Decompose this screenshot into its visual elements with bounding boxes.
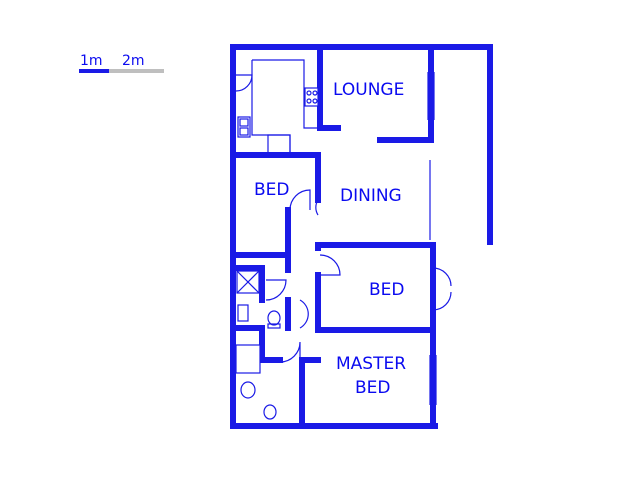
bathtub-icon xyxy=(235,344,261,374)
bed1-door-icon xyxy=(289,189,311,211)
master-door-icon xyxy=(279,341,301,363)
sink-icon xyxy=(237,116,251,138)
room-label-master-bed-line2: BED xyxy=(355,378,391,398)
room-label-bed-1: BED xyxy=(254,180,290,200)
toilet-2-icon xyxy=(263,404,277,420)
bed2-door-icon xyxy=(319,254,341,276)
windows xyxy=(234,72,437,405)
scale-bar: 1m 2m xyxy=(79,53,164,73)
dining-arch-icon xyxy=(315,199,319,216)
basin-2-icon xyxy=(240,381,256,399)
kitchen-counters xyxy=(237,59,320,156)
scale-label-2m: 2m xyxy=(122,53,145,69)
passage-door-icon xyxy=(299,299,309,329)
bath-door-icon xyxy=(265,279,287,301)
scale-segment-1m xyxy=(79,69,109,73)
kitchen-door-icon xyxy=(235,74,253,92)
walls xyxy=(230,44,493,429)
room-label-lounge: LOUNGE xyxy=(333,80,404,100)
room-label-bed-2: BED xyxy=(369,280,405,300)
doors xyxy=(235,74,452,363)
basin-icon xyxy=(237,304,249,322)
bathroom-fixtures xyxy=(235,270,281,420)
scale-label-1m: 1m xyxy=(80,53,103,69)
bed2-outside-door-icon xyxy=(432,267,452,311)
toilet-icon xyxy=(267,310,281,326)
stove-icon xyxy=(304,87,319,107)
scale-segment-2m xyxy=(109,69,164,73)
room-label-dining: DINING xyxy=(340,186,402,206)
room-label-master-bed-line1: MASTER xyxy=(336,354,406,374)
